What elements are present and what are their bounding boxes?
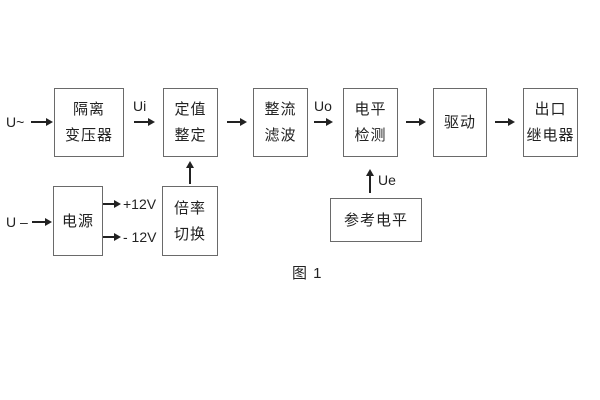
block-label: 整定 — [174, 127, 207, 144]
block-value-setting: 定值 整定 — [163, 88, 218, 157]
signal-label-ui: Ui — [133, 98, 147, 114]
block-reference-level: 参考电平 — [330, 198, 422, 242]
block-level-detect: 电平 检测 — [343, 88, 398, 157]
block-label: 驱动 — [443, 114, 476, 131]
arrow-right-icon — [103, 200, 121, 207]
block-label: 检测 — [354, 127, 387, 144]
arrow-right-icon — [134, 118, 155, 125]
input-label-dc: U – — [6, 214, 28, 230]
signal-label-ue: Ue — [378, 172, 396, 188]
rail-label-plus12v: +12V — [123, 196, 157, 212]
signal-label-uo: Uo — [314, 98, 332, 114]
block-rectifier-filter: 整流 滤波 — [253, 88, 308, 157]
arrow-right-icon — [32, 218, 52, 225]
block-label: 倍率 — [173, 199, 206, 217]
block-power-supply: 电源 — [53, 186, 103, 256]
block-drive: 驱动 — [433, 88, 487, 157]
arrow-up-icon — [366, 169, 373, 193]
block-label: 参考电平 — [343, 211, 408, 229]
arrow-right-icon — [314, 118, 333, 125]
block-output-relay: 出口 继电器 — [523, 88, 578, 157]
arrow-right-icon — [495, 118, 515, 125]
block-label: 变压器 — [64, 127, 113, 144]
block-label: 定值 — [174, 101, 207, 118]
block-ratio-switch: 倍率 切换 — [162, 186, 218, 256]
arrow-right-icon — [227, 118, 247, 125]
block-label: 电源 — [61, 212, 94, 230]
rail-label-minus12v: - 12V — [123, 229, 157, 245]
input-label-ac: U~ — [6, 114, 25, 130]
block-isolation-transformer: 隔离 变压器 — [54, 88, 124, 157]
block-label: 电平 — [354, 101, 387, 118]
arrow-right-icon — [31, 118, 53, 125]
figure-caption: 图 1 — [292, 265, 323, 282]
block-label: 出口 — [534, 101, 567, 118]
arrow-right-icon — [103, 233, 121, 240]
block-label: 滤波 — [264, 127, 297, 144]
block-label: 整流 — [264, 101, 297, 118]
block-label: 继电器 — [526, 127, 575, 144]
block-label: 切换 — [173, 225, 206, 243]
arrow-right-icon — [406, 118, 426, 125]
arrow-up-icon — [186, 161, 193, 184]
block-label: 隔离 — [72, 101, 105, 118]
